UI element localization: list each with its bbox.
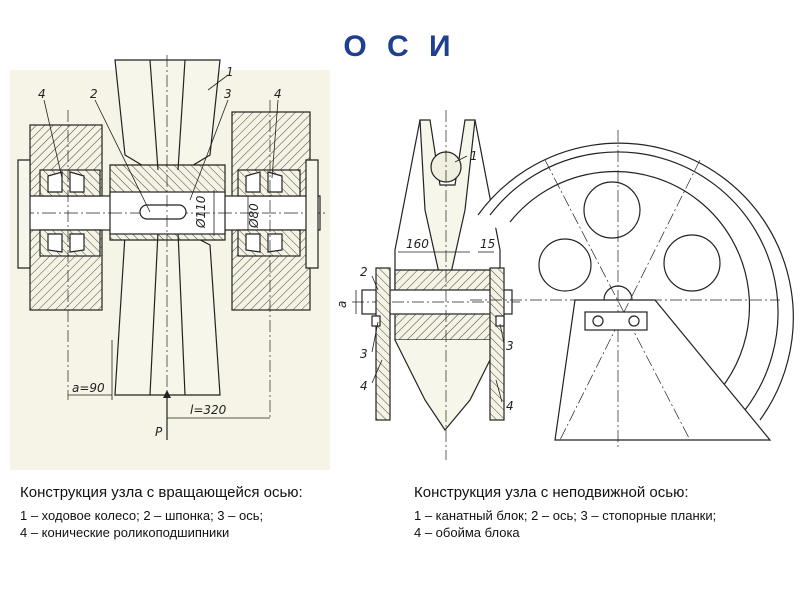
callout-block: 1 xyxy=(470,149,478,163)
callout-fixed-axle: 2 xyxy=(360,265,368,279)
caption-right-heading: Конструкция узла с неподвижной осью: xyxy=(414,484,689,501)
caption-rotating-axle: Конструкция узла с вращающейся осью: 1 –… xyxy=(20,484,400,541)
sheave-outline xyxy=(477,142,794,421)
caption-right-line2: 4 – обойма блока xyxy=(414,525,520,540)
left-bearing xyxy=(17,159,101,269)
callout-wheel: 1 xyxy=(226,65,234,79)
caption-fixed-axle: Конструкция узла с неподвижной осью: 1 –… xyxy=(414,484,794,541)
spoke-hole-left xyxy=(538,238,592,292)
callout-bearing-right: 4 xyxy=(274,87,282,101)
callout-housing-left: 4 xyxy=(360,379,368,393)
dim-a-right: a xyxy=(335,301,349,308)
spoke-hole-top xyxy=(583,181,641,239)
spoke-hole-right xyxy=(663,234,721,292)
sheave-side-view xyxy=(470,130,794,450)
dim-a: a=90 xyxy=(72,381,105,395)
callout-axle: 3 xyxy=(224,87,232,101)
rotating-axle-drawing xyxy=(10,55,330,470)
dim-width: 160 xyxy=(406,237,429,251)
housing-left xyxy=(375,267,391,421)
callout-bearing-left: 4 xyxy=(38,87,46,101)
dim-axle-diameter: Ø110 xyxy=(194,195,208,229)
callout-key: 2 xyxy=(90,87,98,101)
key-slot xyxy=(139,204,187,220)
caption-left-heading: Конструкция узла с вращающейся осью: xyxy=(20,484,303,501)
load-label: P xyxy=(155,425,163,439)
callout-housing-right: 4 xyxy=(506,399,514,413)
wheel-upper xyxy=(114,59,221,171)
dim-journal-diameter: Ø80 xyxy=(247,203,261,229)
housing-plate xyxy=(554,299,772,441)
caption-left-line2: 4 – конические роликоподшипники xyxy=(20,525,230,540)
callout-plate-left: 3 xyxy=(360,347,368,361)
plate-right xyxy=(495,315,505,327)
wheel-lower xyxy=(114,231,221,396)
dim-offset: 15 xyxy=(480,237,495,251)
housing-right xyxy=(489,267,505,421)
plate-left xyxy=(371,315,381,327)
callout-plate-right: 3 xyxy=(506,339,514,353)
caption-left-line1: 1 – ходовое колесо; 2 – шпонка; 3 – ось; xyxy=(20,508,264,523)
caption-right-line1: 1 – канатный блок; 2 – ось; 3 – стопорны… xyxy=(414,508,717,523)
fixed-axle-section xyxy=(352,110,520,460)
locking-plate xyxy=(584,311,648,331)
page-title: О С И xyxy=(343,30,457,63)
dim-l: l=320 xyxy=(190,403,227,417)
right-bearing xyxy=(237,159,319,269)
